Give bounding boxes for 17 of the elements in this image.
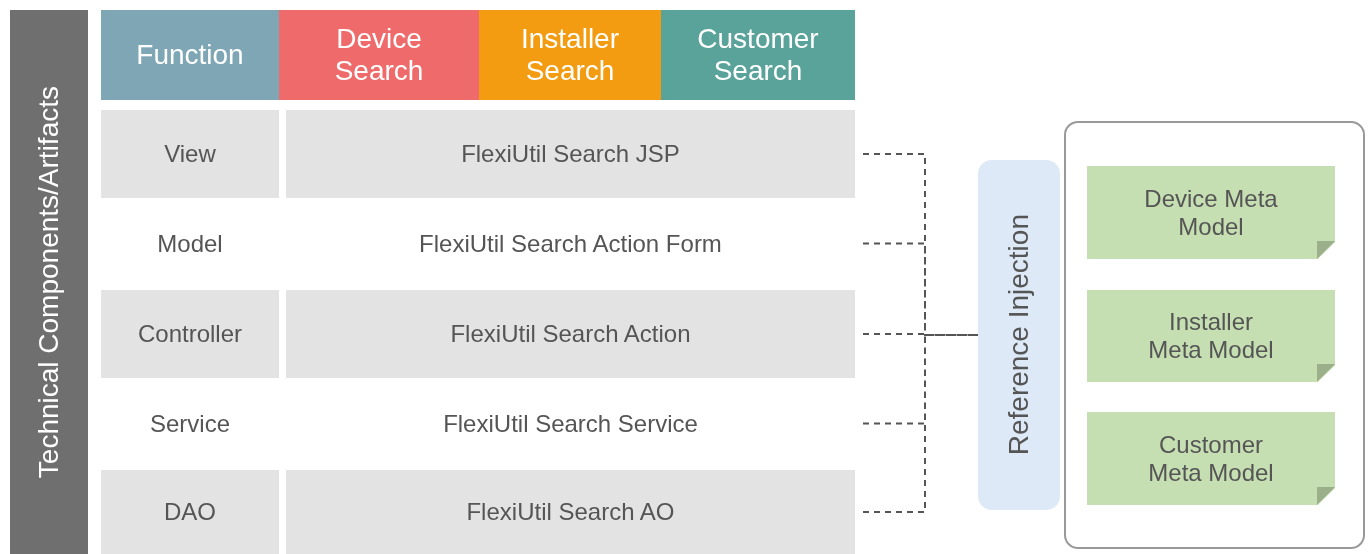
header-cell: Device Search: [279, 10, 479, 100]
row-label-cell: View: [101, 110, 279, 198]
component-cell: FlexiUtil Search AO: [286, 470, 855, 554]
note-card: Installer Meta Model: [1087, 290, 1335, 382]
row-label-cell: DAO: [101, 470, 279, 554]
dashed-connector: [862, 334, 979, 513]
row-label-cell: Controller: [101, 290, 279, 378]
side-band: Technical Components/Artifacts: [10, 10, 88, 554]
note-card: Device Meta Model: [1087, 166, 1335, 259]
header-cell: Customer Search: [661, 10, 855, 100]
container-box: [1064, 121, 1365, 549]
note-card: Customer Meta Model: [1087, 412, 1335, 505]
component-cell: FlexiUtil Search JSP: [286, 110, 855, 198]
header-cell: Installer Search: [479, 10, 661, 100]
injection-bar: Reference Injection: [978, 160, 1060, 510]
header-cell: Function: [101, 10, 279, 100]
component-cell: FlexiUtil Search Action: [286, 290, 855, 378]
